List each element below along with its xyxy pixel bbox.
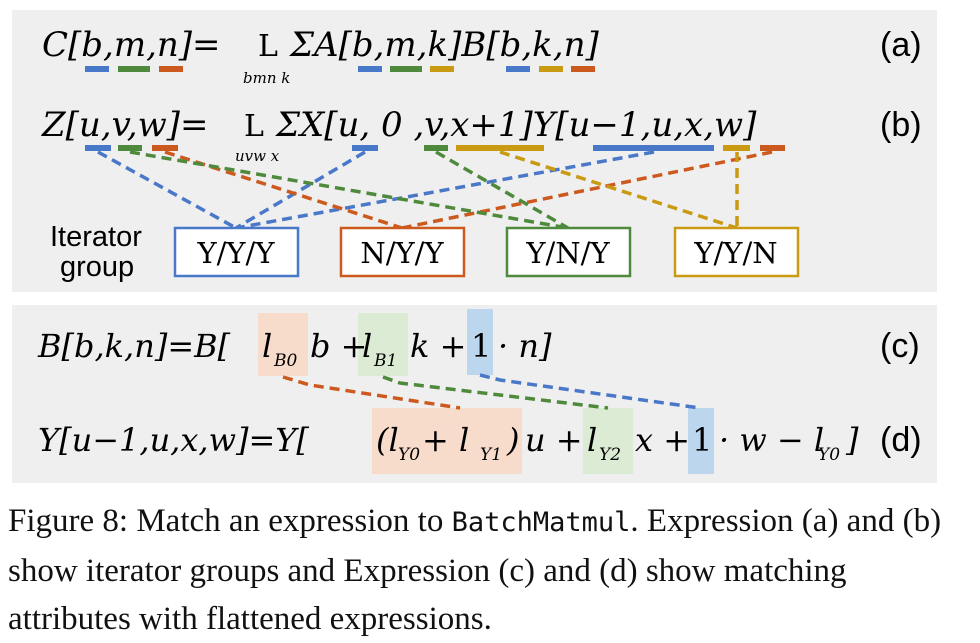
expr-d-l3: l <box>587 421 597 459</box>
expr-d-close: ) <box>506 421 519 459</box>
expr-a-label: (a) <box>880 26 922 64</box>
group-box-nyy <box>339 226 466 278</box>
expr-c-k: k + <box>410 327 466 365</box>
expr-d-label: (d) <box>880 421 922 459</box>
connector-u3-yyy <box>235 150 655 230</box>
expr-b-body: ΣX[u, 0 ,v,x+1]Y[u−1,u,x,w] <box>274 105 757 145</box>
expr-d-end: ] <box>845 421 859 459</box>
group-box-yyn-text: Y/Y/N <box>693 236 777 270</box>
expr-b-lhs: Z[u,v,w]= <box>41 105 208 145</box>
expr-b-sub: uvw x <box>235 147 280 165</box>
expr-c-l2: l <box>362 327 372 365</box>
highlight-ly0-ly1 <box>372 408 522 474</box>
expr-a-lhs: C[b,m,n]= <box>42 25 221 65</box>
highlight-one-d <box>688 408 714 474</box>
expr-c-one: 1 <box>471 327 491 365</box>
caption-suffix: . Expression (a) and (b) show iterator g… <box>8 503 942 637</box>
connector-x-yyn <box>499 150 738 230</box>
group-box-yyy-text: Y/Y/Y <box>197 236 276 270</box>
expr-b-op: L <box>244 109 264 144</box>
expr-b-label: (b) <box>880 106 922 144</box>
group-box-yyy <box>173 226 300 278</box>
expr-d-one: 1 <box>692 421 712 459</box>
connector-w-nyy <box>164 150 403 230</box>
iterator-group-label-1: Iterator <box>50 221 142 253</box>
highlight-one-c <box>467 309 493 375</box>
expr-c-rest: · n] <box>498 327 552 365</box>
expr-d-sub2: Y1 <box>480 445 502 465</box>
expr-c-lhs: B[b,k,n]=B[ <box>37 327 231 365</box>
group-box-yyn <box>673 226 800 278</box>
connector-u-yyy <box>97 150 237 230</box>
connector-v2-yny <box>435 150 569 230</box>
expr-c-label: (c) <box>880 327 920 365</box>
highlight-lb1 <box>358 313 408 376</box>
group-box-nyy-text: N/Y/Y <box>360 236 444 270</box>
caption-code: BatchMatmul <box>451 507 631 538</box>
group-box-yny <box>505 226 632 278</box>
expr-c-l1-sub: B0 <box>273 351 297 371</box>
expr-d-u: u + <box>525 421 583 459</box>
connector-lb1-ly2 <box>382 375 609 410</box>
expr-d-x: x + <box>635 421 690 459</box>
expr-d-sub4: Y0 <box>818 445 840 465</box>
expr-d-plus: + l <box>422 421 469 459</box>
connector-one <box>479 373 701 410</box>
expr-c-b: b + <box>310 327 367 365</box>
figure-caption: Figure 8: Match an expression to BatchMa… <box>8 497 973 643</box>
caption-prefix: Figure 8: Match an expression to <box>8 503 452 539</box>
connector-u2-yyy <box>235 150 366 230</box>
highlight-lb0 <box>258 313 308 376</box>
expr-d-paren: (l <box>376 421 399 459</box>
expr-c-l2-sub: B1 <box>373 351 397 371</box>
expr-d-rest: · w − l <box>719 421 824 459</box>
connector-v-yny <box>129 150 569 230</box>
expr-d-sub3: Y2 <box>599 445 621 465</box>
expr-a-body: ΣA[b,m,k]B[b,k,n] <box>288 25 599 65</box>
expr-d-sub1: Y0 <box>398 445 420 465</box>
connector-lb0-ly <box>282 375 461 410</box>
expr-c-l1: l <box>262 327 272 365</box>
expr-d-lhs: Y[u−1,u,x,w]=Y[ <box>38 421 309 459</box>
iterator-group-label-2: group <box>60 251 134 283</box>
expr-a-sub: bmn k <box>243 69 290 87</box>
expression-diagram: C[b,m,n]= L ΣA[b,m,k]B[b,k,n] bmn k (a) … <box>37 25 922 474</box>
group-box-yny-text: Y/N/Y <box>525 236 610 270</box>
expr-a-op: L <box>258 29 278 64</box>
highlight-ly2 <box>583 408 633 474</box>
